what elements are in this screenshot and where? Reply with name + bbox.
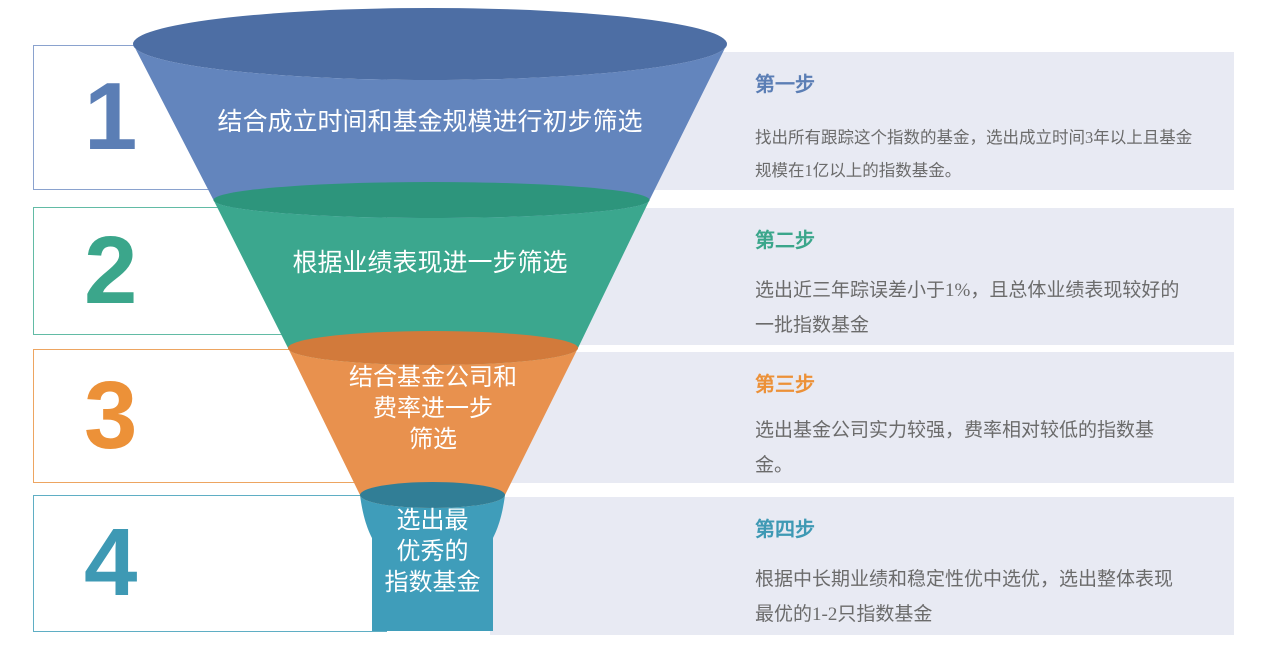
step-3-description: 选出基金公司实力较强，费率相对较低的指数基金。 bbox=[755, 420, 1155, 477]
step-1-panel: 第一步 找出所有跟踪这个指数的基金，选出成立时间3年以上且基金规模在1亿以上的指… bbox=[490, 52, 1234, 190]
step-3-title: 第三步 bbox=[755, 374, 815, 396]
step-2-number-box: 2 bbox=[33, 207, 387, 335]
step-1-number: 1 bbox=[84, 63, 137, 171]
step-4-title: 第四步 bbox=[755, 519, 815, 541]
step-2-number: 2 bbox=[84, 216, 137, 324]
step-1-number-box: 1 bbox=[33, 45, 387, 190]
step-2-description: 选出近三年踪误差小于1%，且总体业绩表现较好的一批指数基金 bbox=[755, 280, 1180, 337]
step-1-description: 找出所有跟踪这个指数的基金，选出成立时间3年以上且基金规模在1亿以上的指数基金。 bbox=[755, 128, 1193, 180]
step-1-title: 第一步 bbox=[755, 74, 815, 96]
step-2-title: 第二步 bbox=[755, 230, 815, 252]
step-4-panel: 第四步 根据中长期业绩和稳定性优中选优，选出整体表现最优的1-2只指数基金 bbox=[490, 497, 1234, 635]
step-3-panel: 第三步 选出基金公司实力较强，费率相对较低的指数基金。 bbox=[490, 352, 1234, 483]
step-4-number-box: 4 bbox=[33, 495, 387, 632]
step-3-number: 3 bbox=[84, 361, 137, 469]
step-2-panel: 第二步 选出近三年踪误差小于1%，且总体业绩表现较好的一批指数基金 bbox=[490, 208, 1234, 345]
step-3-number-box: 3 bbox=[33, 349, 387, 483]
step-4-description: 根据中长期业绩和稳定性优中选优，选出整体表现最优的1-2只指数基金 bbox=[755, 569, 1174, 626]
step-4-number: 4 bbox=[84, 509, 137, 617]
